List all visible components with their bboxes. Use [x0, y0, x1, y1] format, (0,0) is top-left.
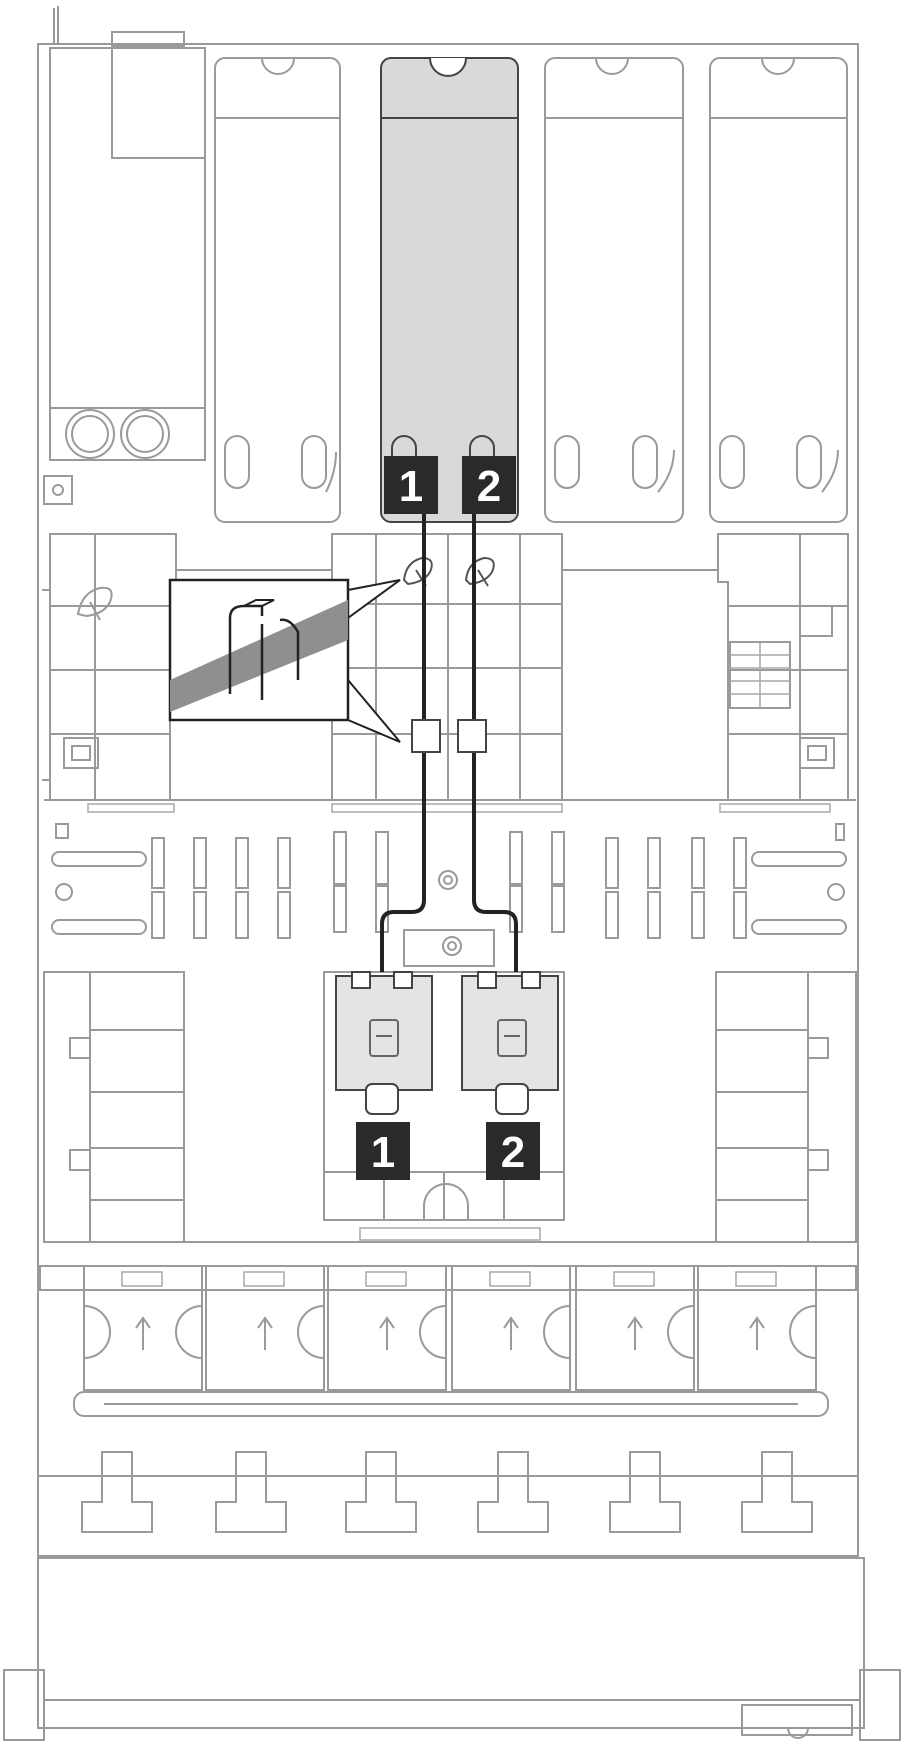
callout-top-1: 1	[384, 456, 438, 514]
cable-guide-clip-2	[457, 719, 487, 753]
callout-bottom-1: 1	[356, 1122, 410, 1180]
fan-4	[489, 1271, 571, 1359]
airflow-arrow-icon	[257, 1316, 273, 1350]
chassis-outline	[3, 6, 901, 1741]
airflow-arrow-icon	[503, 1316, 519, 1350]
airflow-arrow-icon	[135, 1316, 151, 1350]
power-supply-unit	[43, 31, 206, 505]
cable-clip-icon	[464, 556, 495, 587]
cable-1	[380, 460, 426, 972]
fan-5	[613, 1271, 695, 1359]
screw-icon	[438, 870, 458, 890]
memory-slots	[51, 823, 847, 967]
vent-grid-right	[729, 641, 791, 709]
riser-slot-2-shaded	[380, 57, 519, 523]
fan-2	[243, 1271, 325, 1359]
fan-row	[39, 1265, 857, 1417]
upper-bracket-right	[717, 533, 849, 801]
drive-backplane	[38, 1451, 858, 1533]
fan-1	[83, 1271, 203, 1359]
callout-bottom-1-text: 1	[371, 1128, 395, 1177]
fan-3	[365, 1271, 447, 1359]
riser-slot-4	[709, 57, 848, 523]
bracket-edge-ticks	[44, 799, 856, 813]
callout-top-1-text: 1	[399, 462, 423, 511]
cable-clip-detail-callout	[168, 578, 401, 743]
riser-slot-3	[544, 57, 684, 523]
airflow-arrow-icon	[627, 1316, 643, 1350]
cable-2	[472, 460, 518, 972]
screw-icon	[442, 936, 462, 956]
cable-clip-icon	[76, 586, 113, 621]
cable-clip-icon	[402, 556, 433, 587]
riser-slot-1	[214, 57, 341, 523]
cable-guide-clip-1	[411, 719, 441, 753]
lower-bracket-left	[43, 971, 185, 1243]
airflow-arrow-icon	[379, 1316, 395, 1350]
callout-bottom-2: 2	[486, 1122, 540, 1180]
fan-6	[735, 1271, 817, 1359]
callout-bottom-2-text: 2	[501, 1128, 525, 1177]
lower-bracket-center	[44, 971, 856, 1243]
lower-bracket-right	[715, 971, 857, 1243]
airflow-arrow-icon	[749, 1316, 765, 1350]
callout-top-2-text: 2	[477, 462, 501, 511]
upper-bracket-left	[42, 533, 177, 801]
processor-module-2	[461, 971, 559, 1115]
processor-module-1	[335, 971, 433, 1115]
callout-top-2: 2	[462, 456, 516, 514]
